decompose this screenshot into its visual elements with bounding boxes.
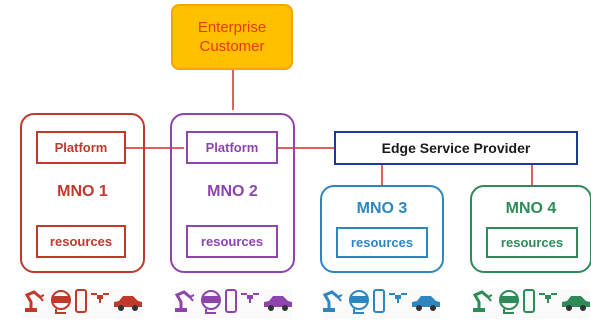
mno-4-label: MNO 4 (505, 200, 557, 217)
mno-3-box (320, 185, 444, 273)
drone-icon (387, 288, 409, 319)
mno-4-resources: resources (486, 227, 578, 258)
car-icon (560, 288, 591, 319)
smartphone-icon (372, 288, 386, 319)
enterprise-customer-line2: Customer (199, 38, 265, 55)
mno-4-devices (472, 289, 590, 319)
connector-platform2-edge (278, 147, 334, 149)
smartphone-icon (74, 288, 88, 319)
mno-2-resources: resources (186, 225, 278, 258)
car-icon (410, 288, 442, 319)
enterprise-customer-line1: Enterprise (197, 19, 267, 36)
mno-3-label: MNO 3 (356, 200, 408, 217)
connector-edge-mno4 (531, 165, 533, 185)
enterprise-customer-box: Enterprise Customer (171, 4, 293, 70)
robot-arm-icon (22, 288, 48, 319)
mno-3-devices (322, 289, 440, 319)
connector-enterprise-platform2 (232, 70, 234, 110)
smartphone-icon (522, 288, 536, 319)
vr-headset-icon (199, 288, 223, 319)
mno-1-resources: resources (36, 225, 126, 258)
drone-icon (89, 288, 111, 319)
smartphone-icon (224, 288, 238, 319)
vr-headset-icon (49, 288, 73, 319)
connector-platform1-platform2 (126, 147, 184, 149)
connector-edge-mno3 (381, 165, 383, 185)
robot-arm-icon (172, 288, 198, 319)
mno-2-label: MNO 2 (207, 183, 258, 200)
drone-icon (239, 288, 261, 319)
car-icon (112, 288, 144, 319)
mno-2-box (170, 113, 295, 273)
robot-arm-icon (320, 288, 346, 319)
mno-1-platform: Platform (36, 131, 126, 164)
vr-headset-icon (347, 288, 371, 319)
mno-1-devices (24, 289, 142, 319)
mno-1-label: MNO 1 (57, 183, 108, 200)
car-icon (262, 288, 294, 319)
edge-service-provider-box: Edge Service Provider (334, 131, 578, 165)
mno-3-resources: resources (336, 227, 428, 258)
mno-2-devices (174, 289, 292, 319)
mno-1-box (20, 113, 145, 273)
drone-icon (537, 288, 559, 319)
mno-2-platform: Platform (186, 131, 278, 164)
robot-arm-icon (470, 288, 496, 319)
vr-headset-icon (497, 288, 521, 319)
